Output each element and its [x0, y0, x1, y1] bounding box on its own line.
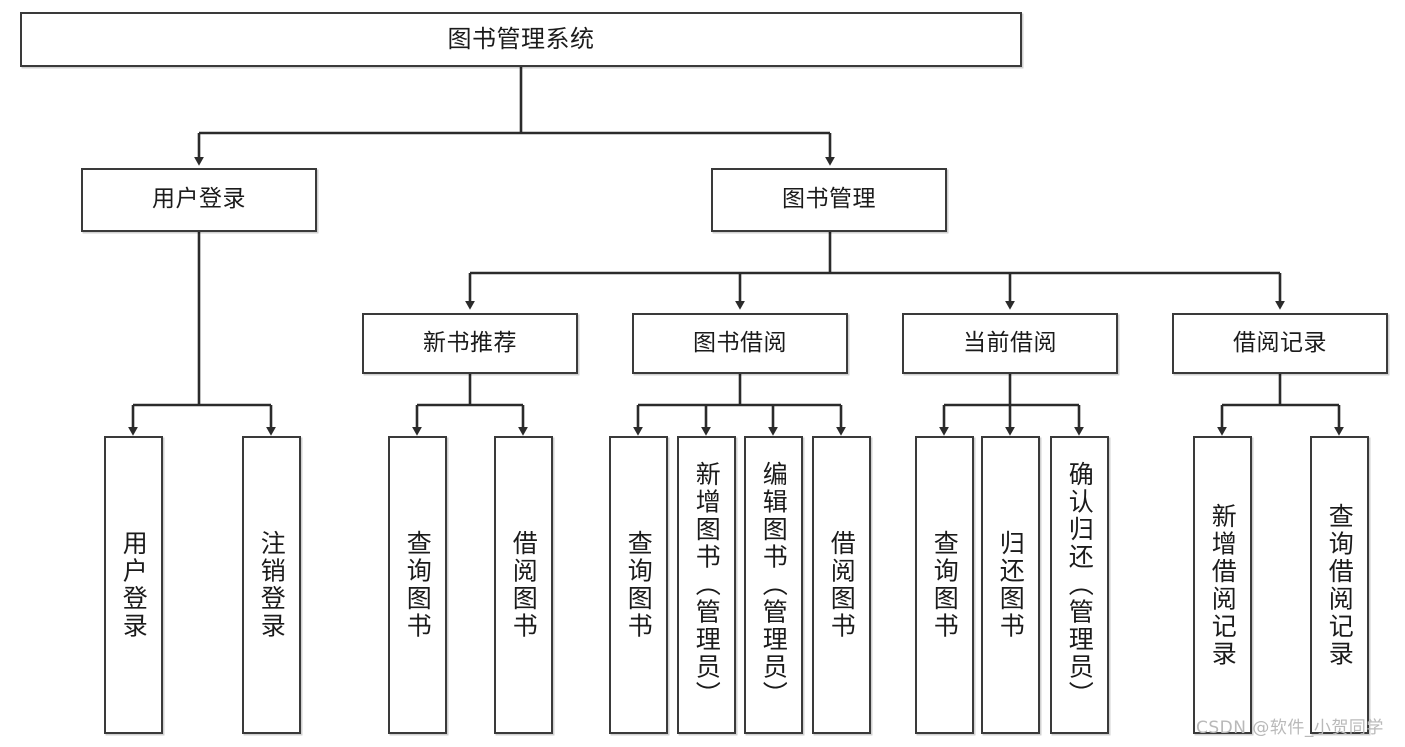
node-label: 查询图书: [930, 530, 960, 640]
node-current-borrow[interactable]: 当前借阅: [902, 313, 1118, 374]
node-user-login[interactable]: 用户登录: [81, 168, 317, 232]
node-label: 查询借阅记录: [1325, 502, 1355, 668]
node-book-borrow[interactable]: 图书借阅: [632, 313, 848, 374]
leaf-borrow-edit-book-admin[interactable]: 编辑图书（管理员）: [744, 436, 803, 734]
node-label: 查询图书: [624, 530, 654, 640]
node-label: 归还图书: [996, 530, 1026, 640]
node-new-book-recommend[interactable]: 新书推荐: [362, 313, 578, 374]
leaf-user-login-login[interactable]: 用户登录: [104, 436, 163, 734]
node-label: 新增借阅记录: [1208, 502, 1238, 668]
leaf-user-login-logout[interactable]: 注销登录: [242, 436, 301, 734]
node-label: 编辑图书（管理员）: [759, 461, 789, 709]
leaf-borrow-add-book-admin[interactable]: 新增图书（管理员）: [677, 436, 736, 734]
node-label: 借阅图书: [827, 530, 857, 640]
node-label: 新增图书（管理员）: [692, 461, 722, 709]
leaf-borrow-borrow-book[interactable]: 借阅图书: [812, 436, 871, 734]
node-label: 查询图书: [403, 530, 433, 640]
node-label: 当前借阅: [963, 329, 1057, 356]
node-label: 新书推荐: [423, 329, 517, 356]
node-root-system[interactable]: 图书管理系统: [20, 12, 1022, 67]
leaf-current-query-book[interactable]: 查询图书: [915, 436, 974, 734]
leaf-recommend-query-book[interactable]: 查询图书: [388, 436, 447, 734]
node-label: 注销登录: [257, 530, 287, 640]
node-label: 图书借阅: [693, 329, 787, 356]
leaf-borrow-query-book[interactable]: 查询图书: [609, 436, 668, 734]
node-label: 用户登录: [119, 530, 149, 640]
leaf-record-add-record[interactable]: 新增借阅记录: [1193, 436, 1252, 734]
node-label: 用户登录: [152, 186, 246, 213]
node-label: 图书管理: [782, 186, 876, 213]
node-label: 确认归还（管理员）: [1065, 461, 1095, 709]
leaf-record-query-record[interactable]: 查询借阅记录: [1310, 436, 1369, 734]
node-label: 借阅图书: [509, 530, 539, 640]
node-borrow-record[interactable]: 借阅记录: [1172, 313, 1388, 374]
leaf-current-confirm-return-admin[interactable]: 确认归还（管理员）: [1050, 436, 1109, 734]
node-book-management[interactable]: 图书管理: [711, 168, 947, 232]
leaf-recommend-borrow-book[interactable]: 借阅图书: [494, 436, 553, 734]
node-label: 借阅记录: [1233, 329, 1327, 356]
node-label: 图书管理系统: [447, 25, 595, 54]
csdn-watermark: CSDN @软件_小贺同学: [1196, 718, 1384, 738]
leaf-current-return-book[interactable]: 归还图书: [981, 436, 1040, 734]
